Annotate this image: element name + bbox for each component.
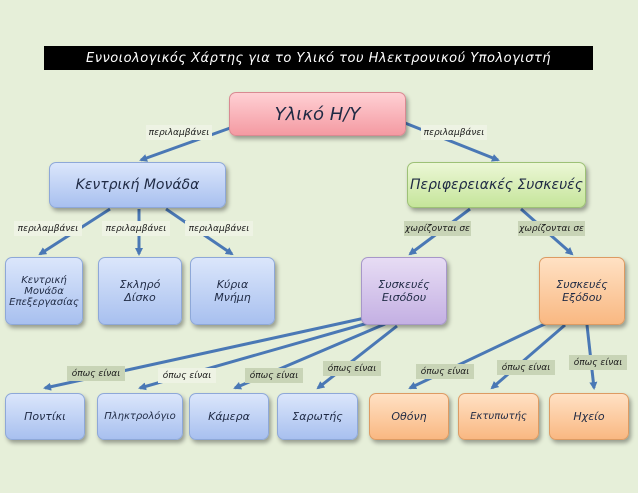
label-divided-1: χωρίζονται σε (404, 221, 471, 236)
arrow-root-central (139, 125, 234, 162)
label-such-as-6: όπως είναι (497, 360, 555, 375)
node-mouse: Ποντίκι (5, 393, 85, 440)
label-includes-2: περιλαμβάνει (421, 125, 487, 140)
label-includes-1: περιλαμβάνει (146, 125, 212, 140)
node-monitor: Οθόνη (369, 393, 449, 440)
label-divided-2: χωρίζονται σε (518, 221, 585, 236)
node-speaker: Ηχείο (549, 393, 629, 440)
node-scanner: Σαρωτής (277, 393, 358, 440)
node-output-devices: Συσκευές Εξόδου (539, 257, 625, 325)
node-keyboard: Πληκτρολόγιο (97, 393, 183, 440)
node-printer: Εκτυπωτής (458, 393, 539, 440)
node-root: Υλικό Η/Υ (229, 92, 406, 136)
label-includes-5: περιλαμβάνει (185, 221, 253, 236)
arrow-root-peripheral (404, 121, 500, 162)
node-cpu: Κεντρική Μονάδα Επεξεργασίας (5, 257, 83, 325)
node-main-memory: Κύρια Μνήμη (190, 257, 275, 325)
node-camera: Κάμερα (189, 393, 269, 440)
label-such-as-5: όπως είναι (416, 364, 474, 379)
arrow-output-printer (490, 323, 566, 390)
diagram-title: Εννοιολογικός Χάρτης για το Υλικό του Ηλ… (44, 46, 593, 70)
label-includes-4: περιλαμβάνει (102, 221, 170, 236)
label-such-as-7: όπως είναι (569, 355, 627, 370)
node-input-devices: Συσκευές Εισόδου (361, 257, 447, 325)
node-peripherals: Περιφερειακές Συσκευές (407, 162, 586, 208)
label-such-as-3: όπως είναι (245, 368, 303, 383)
label-such-as-2: όπως είναι (158, 368, 216, 383)
label-includes-3: περιλαμβάνει (14, 221, 82, 236)
arrow-input-scanner (316, 324, 398, 390)
label-such-as-1: όπως είναι (67, 366, 125, 381)
node-central-unit: Κεντρική Μονάδα (49, 162, 226, 208)
node-hard-disk: Σκληρό Δίσκο (98, 257, 182, 325)
label-such-as-4: όπως είναι (323, 361, 381, 376)
